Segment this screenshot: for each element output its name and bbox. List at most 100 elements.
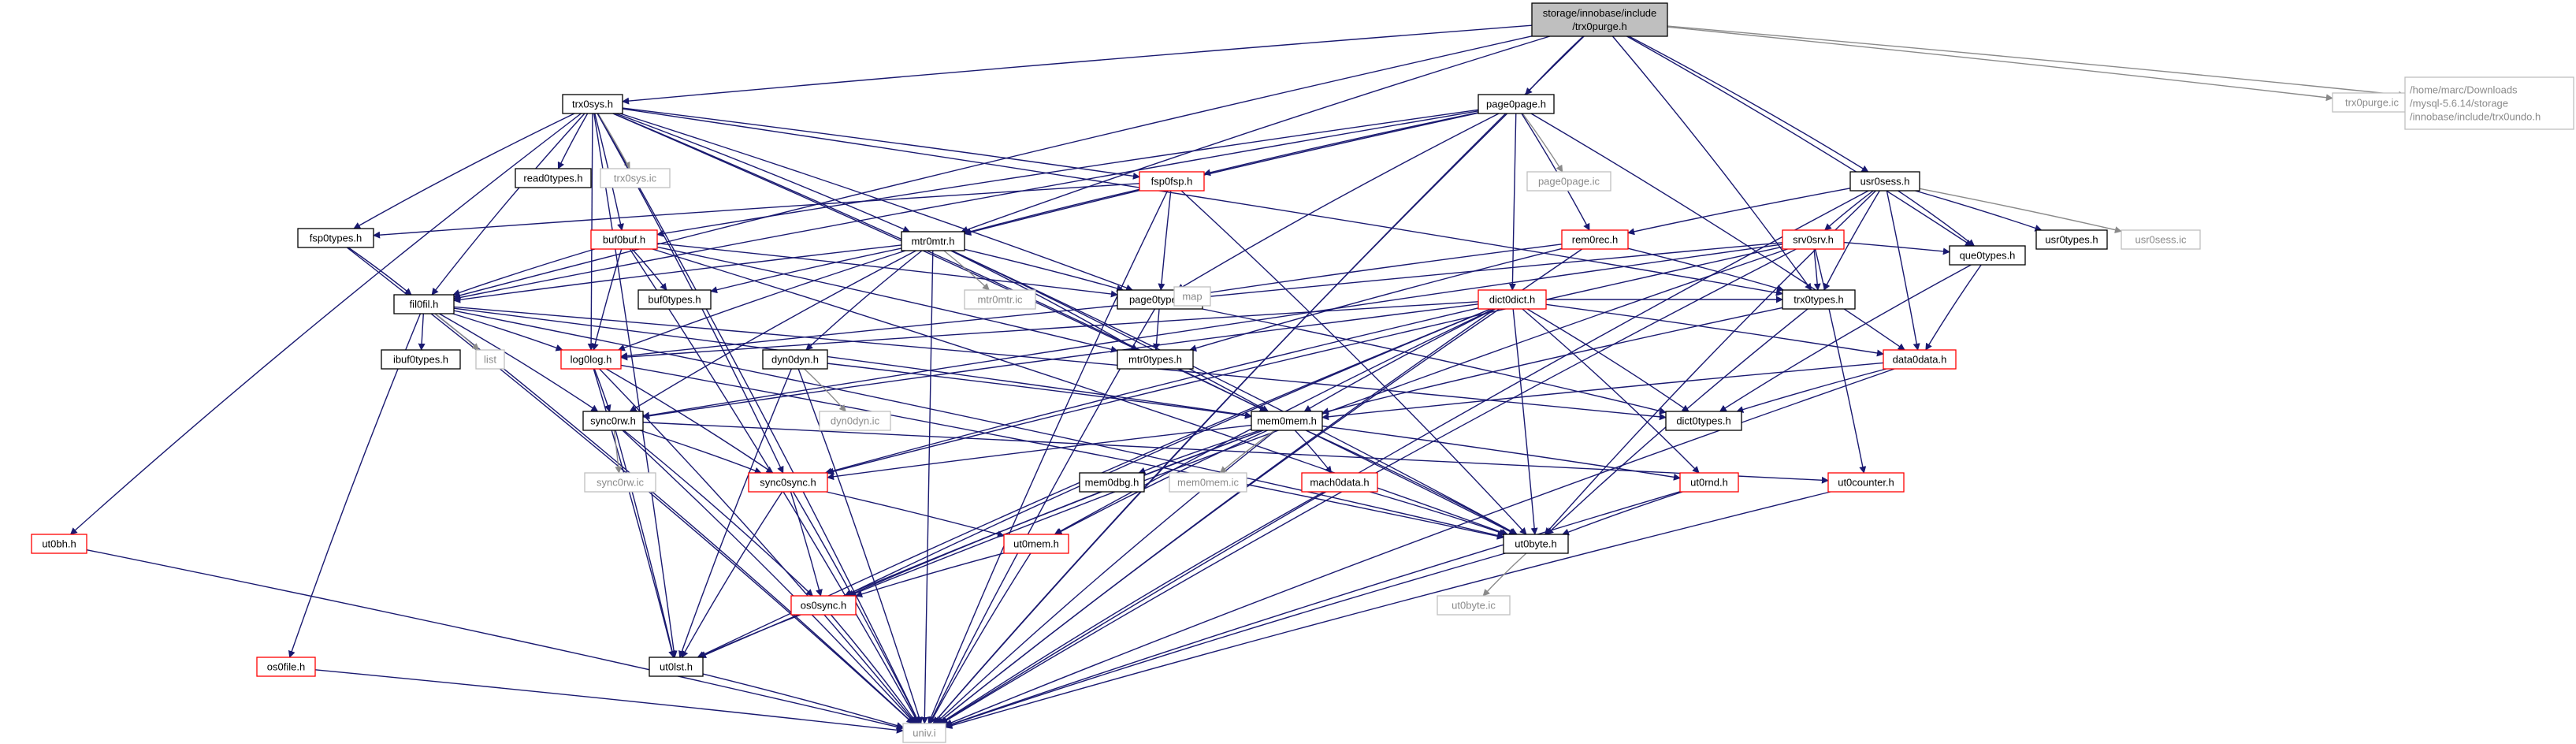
edge-data0data-to-dict0types [1736,368,1887,413]
node-map[interactable]: map [1173,286,1211,307]
node-box-que0types [1949,245,2026,266]
node-mtr0mtr_ic[interactable]: mtr0mtr.ic [964,289,1036,310]
node-usr0sess[interactable]: usr0sess.h [1849,171,1920,192]
node-sync0sync[interactable]: sync0sync.h [748,472,828,493]
edge-mtr0mtr-to-fil0fil [453,244,902,303]
edge-mem0mem-to-ut0byte [1306,430,1518,535]
node-log0log[interactable]: log0log.h [560,349,622,370]
node-box-dict0dict [1478,289,1547,310]
node-fsp0fsp[interactable]: fsp0fsp.h [1139,171,1205,192]
node-univ[interactable]: univ.i [902,723,946,743]
node-os0file[interactable]: os0file.h [256,657,316,677]
node-trx0undo[interactable]: /home/marc/Downloads/mysql-5.6.14/storag… [2404,76,2574,130]
node-label-buf0buf: buf0buf.h [603,234,645,246]
node-label-buf0types: buf0types.h [648,294,701,306]
node-trx0purge_ic[interactable]: trx0purge.ic [2332,92,2412,113]
node-fil0fil[interactable]: fil0fil.h [393,294,455,314]
edge-page0page-to-dict0dict [1508,113,1517,291]
node-list[interactable]: list [475,349,505,370]
node-usr0types[interactable]: usr0types.h [2035,229,2108,250]
node-mem0dbg[interactable]: mem0dbg.h [1079,472,1145,493]
node-dyn0dyn[interactable]: dyn0dyn.h [762,349,828,370]
node-label-os0file: os0file.h [267,661,305,673]
node-ut0mem[interactable]: ut0mem.h [1003,534,1069,554]
node-ibuf0types[interactable]: ibuf0types.h [381,349,461,370]
node-box-trx0sys [562,94,623,114]
node-page0page_ic[interactable]: page0page.ic [1526,171,1611,192]
edge-dict0dict-to-mem0mem [1303,308,1496,412]
node-label-sync0rw_ic: sync0rw.ic [597,477,644,489]
node-data0data[interactable]: data0data.h [1883,349,1957,370]
edge-root-to-trx0sys [622,24,1533,105]
node-dyn0dyn_ic[interactable]: dyn0dyn.ic [819,411,891,431]
edge-sync0rw-to-ut0counter [642,422,1829,484]
edge-page0page-to-mtr0mtr [964,112,1479,236]
node-buf0types[interactable]: buf0types.h [637,289,712,310]
edge-sync0sync-to-os0sync [790,491,823,597]
edge-page0page-to-fil0fil [453,110,1479,301]
edge-srv0srv-to-ut0counter [1814,248,1867,474]
edge-dict0dict-to-sync0rw [642,303,1479,420]
node-fsp0types[interactable]: fsp0types.h [297,228,374,248]
node-label-os0sync: os0sync.h [801,600,847,612]
edge-mtr0mtr-to-log0log [617,250,906,352]
node-usr0sess_ic[interactable]: usr0sess.ic [2121,229,2201,250]
node-label-mach0data: mach0data.h [1310,477,1369,489]
node-ut0bh[interactable]: ut0bh.h [31,534,87,554]
edge-log0log-to-sync0sync [605,368,774,474]
edge-trx0sys-to-read0types [557,113,589,169]
node-label-mem0dbg: mem0dbg.h [1085,477,1139,489]
node-mem0mem_ic[interactable]: mem0mem.ic [1169,472,1247,493]
node-box-srv0srv [1782,229,1845,250]
node-sync0rw[interactable]: sync0rw.h [582,411,644,431]
node-buf0buf[interactable]: buf0buf.h [590,229,658,250]
node-mach0data[interactable]: mach0data.h [1301,472,1378,493]
edge-fsp0fsp-to-mtr0mtr [964,188,1140,236]
node-box-trx0sys_ic [600,168,671,188]
edge-root-to-fil0fil [453,35,1533,299]
node-mem0mem[interactable]: mem0mem.h [1251,411,1323,431]
edge-ut0lst-to-univ [702,673,904,729]
node-trx0types[interactable]: trx0types.h [1782,289,1856,310]
edge-que0types-to-dict0types [1719,264,1972,412]
node-dict0dict[interactable]: dict0dict.h [1478,289,1547,310]
edge-root-to-trx0undo [1667,25,2406,99]
node-rem0rec[interactable]: rem0rec.h [1561,229,1629,250]
edge-sync0sync-to-ut0mem [826,491,1005,538]
node-label-trx0types: trx0types.h [1794,294,1844,306]
edge-dict0dict-to-ut0rnd [1522,308,1700,474]
node-mtr0types[interactable]: mtr0types.h [1117,349,1194,370]
edge-trx0sys-to-ut0bh [69,113,582,535]
node-trx0sys_ic[interactable]: trx0sys.ic [600,168,671,188]
node-ut0counter[interactable]: ut0counter.h [1827,472,1905,493]
node-box-usr0sess [1849,171,1920,192]
edge-fil0fil-to-univ [434,313,914,724]
node-label-mtr0mtr: mtr0mtr.h [912,236,955,247]
node-read0types[interactable]: read0types.h [515,168,592,188]
node-que0types[interactable]: que0types.h [1949,245,2026,266]
node-label-que0types: que0types.h [1960,250,2016,262]
edge-buf0buf-to-mtr0types [656,246,1118,353]
node-mtr0mtr[interactable]: mtr0mtr.h [901,231,965,251]
node-ut0lst[interactable]: ut0lst.h [649,657,704,677]
node-label-trx0undo: /innobase/include/trx0undo.h [2410,111,2541,123]
edge-root-to-page0page [1525,35,1584,95]
node-label-root: /trx0purge.h [1572,20,1626,32]
node-label-rem0rec: rem0rec.h [1572,234,1619,246]
node-box-ut0mem [1003,534,1069,554]
node-ut0rnd[interactable]: ut0rnd.h [1679,472,1739,493]
node-srv0srv[interactable]: srv0srv.h [1782,229,1845,250]
edge-fil0fil-to-sync0rw [439,313,599,412]
edge-mtr0mtr-to-dyn0dyn [805,250,923,351]
node-dict0types[interactable]: dict0types.h [1665,411,1742,431]
node-box-buf0types [637,289,712,310]
node-ut0byte[interactable]: ut0byte.h [1503,534,1569,554]
edge-log0log-to-ut0lst [593,368,676,658]
node-trx0sys[interactable]: trx0sys.h [562,94,623,114]
node-ut0byte_ic[interactable]: ut0byte.ic [1437,595,1511,616]
node-sync0rw_ic[interactable]: sync0rw.ic [584,472,656,493]
node-os0sync[interactable]: os0sync.h [790,595,857,616]
edge-trx0sys-to-ut0byte [612,113,1517,535]
node-box-sync0rw [582,411,644,431]
node-page0page[interactable]: page0page.h [1478,94,1555,114]
